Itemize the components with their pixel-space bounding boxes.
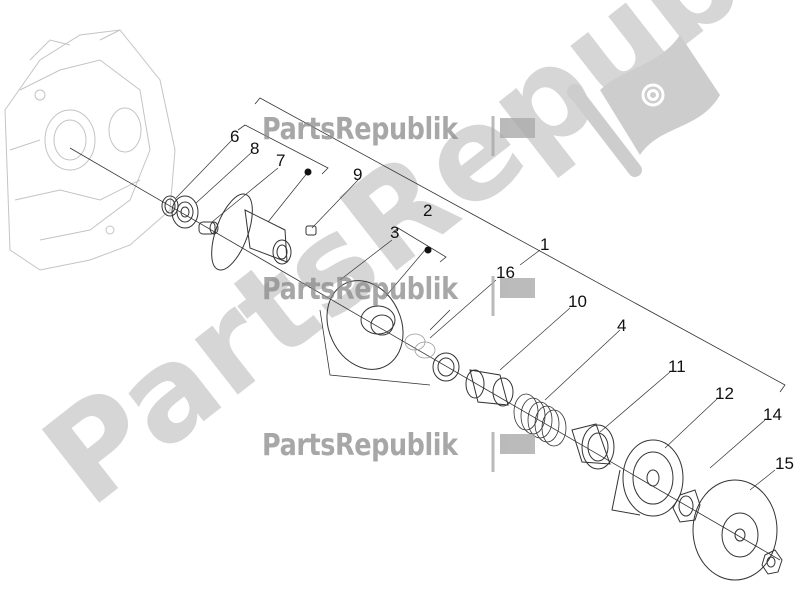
part-11-collar xyxy=(571,423,615,470)
watermark-flag-small xyxy=(491,116,535,472)
callout-14: 14 xyxy=(763,405,782,424)
part-fixed-pulley-half xyxy=(211,193,292,271)
reference-dot xyxy=(304,168,312,176)
callout-6: 6 xyxy=(230,127,240,146)
watermark-text: PartsRepublik xyxy=(262,112,458,147)
watermark-flag-logo xyxy=(567,35,720,177)
callout-16: 15 xyxy=(775,454,794,473)
part-16-clutch-bell xyxy=(692,479,778,581)
callout-2: 2 xyxy=(423,201,433,220)
callout-12: 12 xyxy=(715,384,734,403)
watermark-text: PartsRepublik xyxy=(262,272,458,307)
part-15-oring-pair xyxy=(404,333,436,359)
callout-10: 10 xyxy=(568,292,587,311)
callout-4: 4 xyxy=(617,316,627,335)
part-12-clutch xyxy=(611,439,684,517)
callout-9: 9 xyxy=(353,165,363,184)
part-9-pin xyxy=(305,225,317,236)
callout-7: 7 xyxy=(276,151,286,170)
watermark-text: PartsRepublik xyxy=(262,428,458,463)
part-bearing-b xyxy=(432,352,460,382)
part-nut xyxy=(761,549,783,575)
part-14-nut-washer xyxy=(672,489,701,523)
callout-8: 8 xyxy=(250,139,260,158)
part-10-sleeve xyxy=(465,369,514,407)
callout-1: 1 xyxy=(540,235,550,254)
callout-15: 16 xyxy=(496,263,515,282)
leader-lines xyxy=(175,139,776,491)
part-3-movable-pulley xyxy=(326,280,404,370)
callout-11: 11 xyxy=(668,357,686,376)
reference-dot xyxy=(424,246,432,254)
gear-icon xyxy=(641,83,665,107)
part-6-oring xyxy=(161,195,179,217)
crankcase-housing xyxy=(4,29,176,271)
callout-3: 3 xyxy=(390,223,400,242)
assembly-brackets xyxy=(237,97,786,393)
central-axis xyxy=(69,147,781,561)
part-8-bearing xyxy=(171,195,199,229)
part-7-bushing xyxy=(198,221,219,235)
part-4-spring xyxy=(513,393,567,447)
